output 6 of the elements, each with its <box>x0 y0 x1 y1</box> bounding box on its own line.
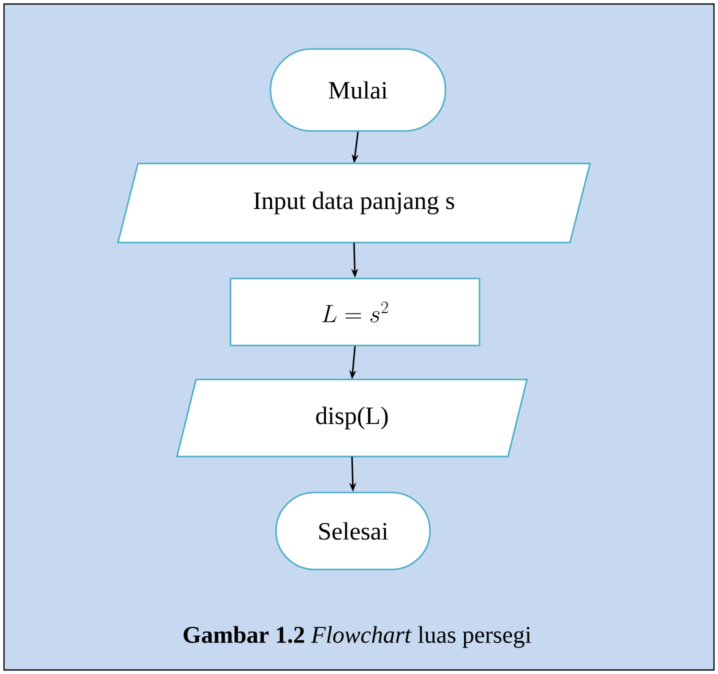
terminal-box: Mulai <box>270 48 446 132</box>
process-box: $L = s^2$ <box>230 278 480 346</box>
io-parallelogram: Input data panjang s <box>117 162 591 244</box>
caption: Gambar 1.2 Flowchart luas persegi <box>184 626 532 648</box>
terminal-box: Selesai <box>275 492 431 570</box>
io-parallelogram: disp(L) <box>176 378 528 458</box>
